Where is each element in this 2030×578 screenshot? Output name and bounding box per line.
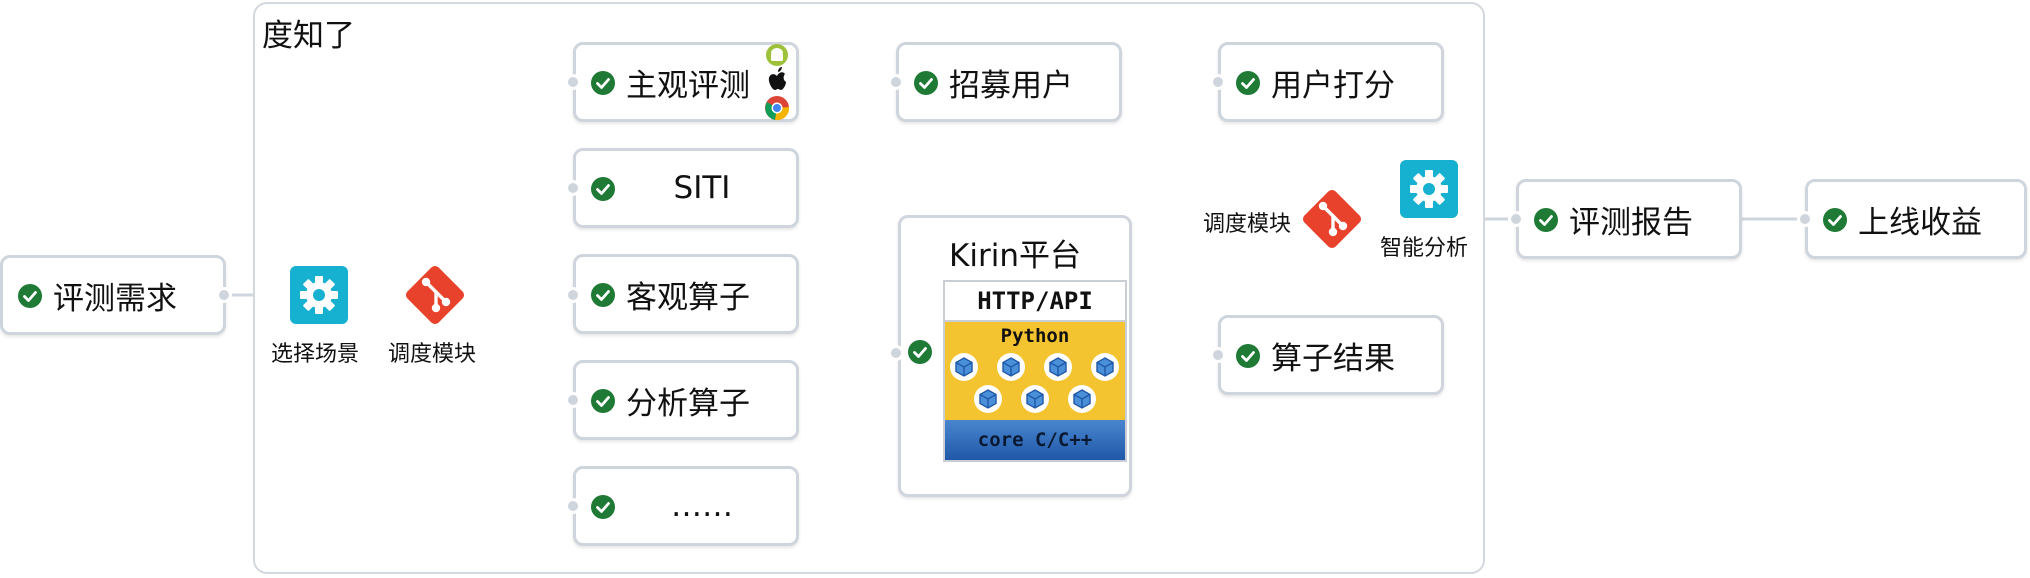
group-title: 度知了 bbox=[262, 18, 355, 54]
node-siti[interactable]: SITI bbox=[573, 148, 799, 228]
check-circle-icon bbox=[908, 340, 932, 364]
port[interactable] bbox=[216, 287, 232, 303]
node-objective-ops[interactable]: 客观算子 bbox=[573, 254, 799, 334]
check-circle-icon bbox=[591, 71, 615, 95]
kirin-platform[interactable]: Kirin平台 HTTP/API Python core C/C++ bbox=[898, 215, 1132, 497]
core-cpp-layer: core C/C++ bbox=[943, 420, 1127, 462]
port[interactable] bbox=[565, 287, 581, 303]
node-label: 客观算子 bbox=[626, 279, 750, 316]
port[interactable] bbox=[565, 498, 581, 514]
check-circle-icon bbox=[591, 283, 615, 307]
check-circle-icon bbox=[1534, 208, 1558, 232]
caption-smart-analysis: 智能分析 bbox=[1380, 236, 1469, 261]
port[interactable] bbox=[565, 180, 581, 196]
check-circle-icon bbox=[18, 284, 42, 308]
gear-icon-glyph bbox=[1410, 170, 1448, 208]
check-circle-icon bbox=[591, 177, 615, 201]
gear-icon-glyph bbox=[300, 276, 338, 314]
port[interactable] bbox=[888, 345, 904, 361]
node-label: 招募用户 bbox=[949, 67, 1073, 104]
caption-select-scene: 选择场景 bbox=[271, 342, 360, 367]
node-label: 上线收益 bbox=[1858, 204, 1982, 241]
cube-icon bbox=[950, 353, 978, 381]
node-subjective-eval[interactable]: 主观评测 bbox=[573, 42, 799, 122]
caption-dispatch-right: 调度模块 bbox=[1203, 212, 1292, 237]
apple-icon bbox=[768, 67, 786, 90]
chrome-icon bbox=[765, 96, 790, 121]
check-circle-icon bbox=[591, 389, 615, 413]
tech-stack: HTTP/API Python core C/C++ bbox=[943, 280, 1127, 462]
cube-icon bbox=[1021, 385, 1049, 413]
cube-icon bbox=[1068, 385, 1096, 413]
caption-dispatch-left: 调度模块 bbox=[388, 342, 477, 367]
port[interactable] bbox=[565, 392, 581, 408]
node-eval-demand[interactable]: 评测需求 bbox=[0, 255, 226, 335]
port[interactable] bbox=[1797, 211, 1813, 227]
check-circle-icon bbox=[1236, 71, 1260, 95]
port[interactable] bbox=[1210, 74, 1226, 90]
gear-icon[interactable] bbox=[290, 266, 348, 324]
node-eval-report[interactable]: 评测报告 bbox=[1516, 179, 1742, 259]
platform-title: Kirin平台 bbox=[949, 238, 1081, 274]
node-label: 主观评测 bbox=[626, 67, 750, 104]
node-label: SITI bbox=[673, 170, 731, 206]
python-layer: Python bbox=[943, 322, 1127, 420]
port[interactable] bbox=[888, 74, 904, 90]
http-api-layer: HTTP/API bbox=[943, 280, 1127, 322]
node-online-revenue[interactable]: 上线收益 bbox=[1805, 179, 2027, 259]
cube-icon bbox=[974, 385, 1002, 413]
node-label: 算子结果 bbox=[1271, 340, 1395, 377]
check-circle-icon bbox=[1236, 344, 1260, 368]
cube-icon bbox=[1091, 353, 1119, 381]
node-label: …… bbox=[671, 488, 733, 524]
check-circle-icon bbox=[914, 71, 938, 95]
git-branch-icon[interactable] bbox=[402, 262, 468, 328]
android-icon bbox=[766, 44, 788, 66]
node-operator-results[interactable]: 算子结果 bbox=[1218, 315, 1444, 395]
node-label: 评测报告 bbox=[1569, 204, 1693, 241]
gear-icon[interactable] bbox=[1400, 160, 1458, 218]
node-analysis-ops[interactable]: 分析算子 bbox=[573, 360, 799, 440]
node-more[interactable]: …… bbox=[573, 466, 799, 546]
node-user-scoring[interactable]: 用户打分 bbox=[1218, 42, 1444, 122]
node-label: 用户打分 bbox=[1271, 67, 1395, 104]
node-label: 分析算子 bbox=[626, 385, 750, 422]
port[interactable] bbox=[1508, 211, 1524, 227]
platform-os-icons bbox=[762, 44, 792, 122]
node-label: 评测需求 bbox=[53, 280, 177, 317]
cube-icon bbox=[1044, 353, 1072, 381]
port[interactable] bbox=[1210, 347, 1226, 363]
git-branch-icon[interactable] bbox=[1299, 186, 1365, 252]
python-layer-label: Python bbox=[1000, 325, 1070, 347]
node-recruit-users[interactable]: 招募用户 bbox=[896, 42, 1122, 122]
check-circle-icon bbox=[591, 495, 615, 519]
port[interactable] bbox=[565, 74, 581, 90]
check-circle-icon bbox=[1823, 208, 1847, 232]
cube-icon bbox=[997, 353, 1025, 381]
